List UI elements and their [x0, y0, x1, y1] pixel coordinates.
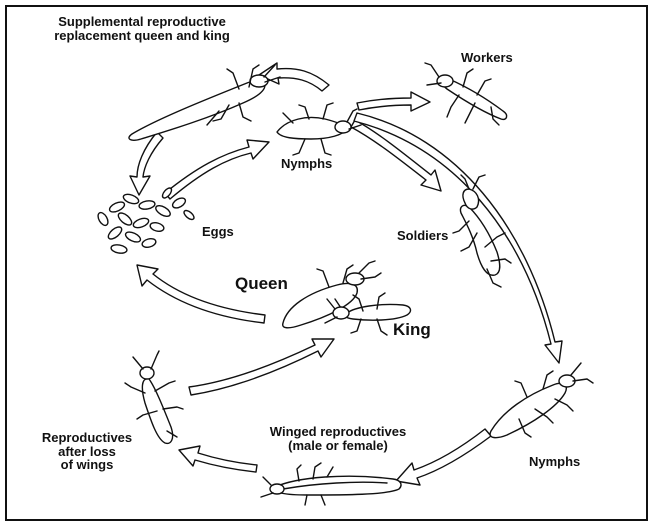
- arrow-reproductives-to-queen: [189, 339, 334, 395]
- label-soldiers: Soldiers: [397, 229, 448, 243]
- label-workers: Workers: [461, 51, 513, 65]
- arrow-supplemental-to-eggs: [130, 132, 163, 195]
- label-king: King: [393, 321, 431, 339]
- worker-icon: [425, 63, 507, 125]
- label-eggs: Eggs: [202, 225, 234, 239]
- label-supplemental-reproductive: Supplemental reproductive replacement qu…: [27, 15, 257, 42]
- eggs-icon: [96, 186, 195, 254]
- diagram-frame: Supplemental reproductive replacement qu…: [5, 5, 648, 521]
- supplemental-reproductive-icon: [129, 65, 280, 140]
- arrow-nymphs-to-supplemental: [259, 63, 329, 91]
- dealate-reproductive-icon: [125, 351, 183, 443]
- label-nymphs-top: Nymphs: [281, 157, 332, 171]
- label-queen: Queen: [235, 275, 288, 293]
- winged-reproductive-icon: [261, 463, 401, 505]
- nymph-bottom-icon: [490, 363, 593, 438]
- arrow-eggs-to-nymphs: [165, 140, 269, 199]
- arrow-nymphs-to-workers: [357, 92, 430, 111]
- nymph-center-icon: [277, 103, 361, 155]
- label-reproductives-after-wings: Reproductives after loss of wings: [31, 431, 143, 472]
- label-winged-reproductives: Winged reproductives (male or female): [243, 425, 433, 452]
- arrow-nymphs-to-nymphs-bottom: [354, 113, 562, 363]
- label-nymphs-bottom: Nymphs: [529, 455, 580, 469]
